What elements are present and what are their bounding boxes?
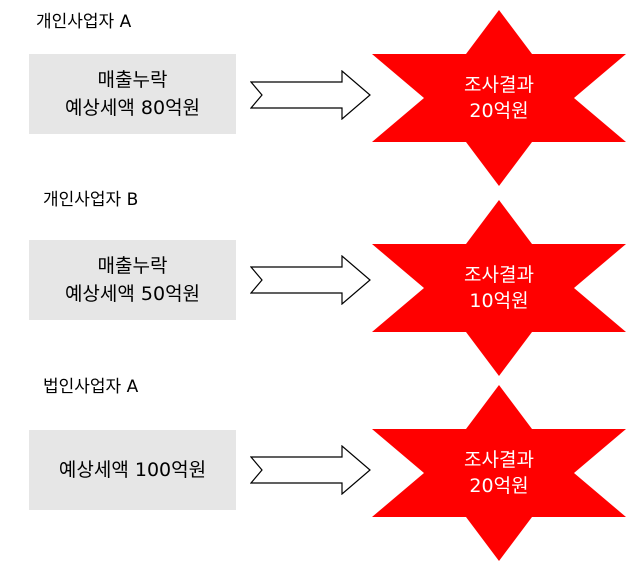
case-3-result-star-icon (372, 385, 626, 561)
case-1-box-line-2: 예상세액 80억원 (64, 97, 201, 119)
case-2-result-star-icon (372, 200, 626, 376)
case-3-estimate-box: 예상세액 100억원 (29, 430, 236, 510)
case-3-box-line-1: 예상세액 100억원 (58, 459, 207, 481)
case-2-estimate-box: 매출누락 예상세액 50억원 (29, 240, 236, 320)
case-3-result-line-2: 20억원 (469, 475, 529, 497)
case-3-arrow-icon (250, 445, 371, 495)
case-3-title: 법인사업자 A (43, 377, 139, 397)
case-1-estimate-box: 매출누락 예상세액 80억원 (29, 54, 236, 134)
case-3-result-line-1: 조사결과 (464, 449, 534, 471)
case-1-result: 조사결과 20억원 (432, 63, 566, 133)
case-2-result: 조사결과 10억원 (432, 253, 566, 323)
case-1-result-line-2: 20억원 (469, 100, 529, 122)
case-3-result: 조사결과 20억원 (432, 438, 566, 508)
case-2-box-line-1: 매출누락 (97, 255, 168, 277)
case-2-result-line-1: 조사결과 (464, 264, 534, 286)
case-1-title: 개인사업자 A (36, 12, 132, 32)
case-2-box-line-2: 예상세액 50억원 (64, 283, 201, 305)
case-2-result-line-2: 10억원 (469, 290, 529, 312)
case-1-result-star-icon (372, 10, 626, 186)
case-1-box-line-1: 매출누락 (97, 69, 168, 91)
case-2-title: 개인사업자 B (43, 190, 139, 210)
case-2-arrow-icon (250, 255, 371, 305)
case-1-arrow-icon (250, 70, 371, 120)
case-1-result-line-1: 조사결과 (464, 74, 534, 96)
